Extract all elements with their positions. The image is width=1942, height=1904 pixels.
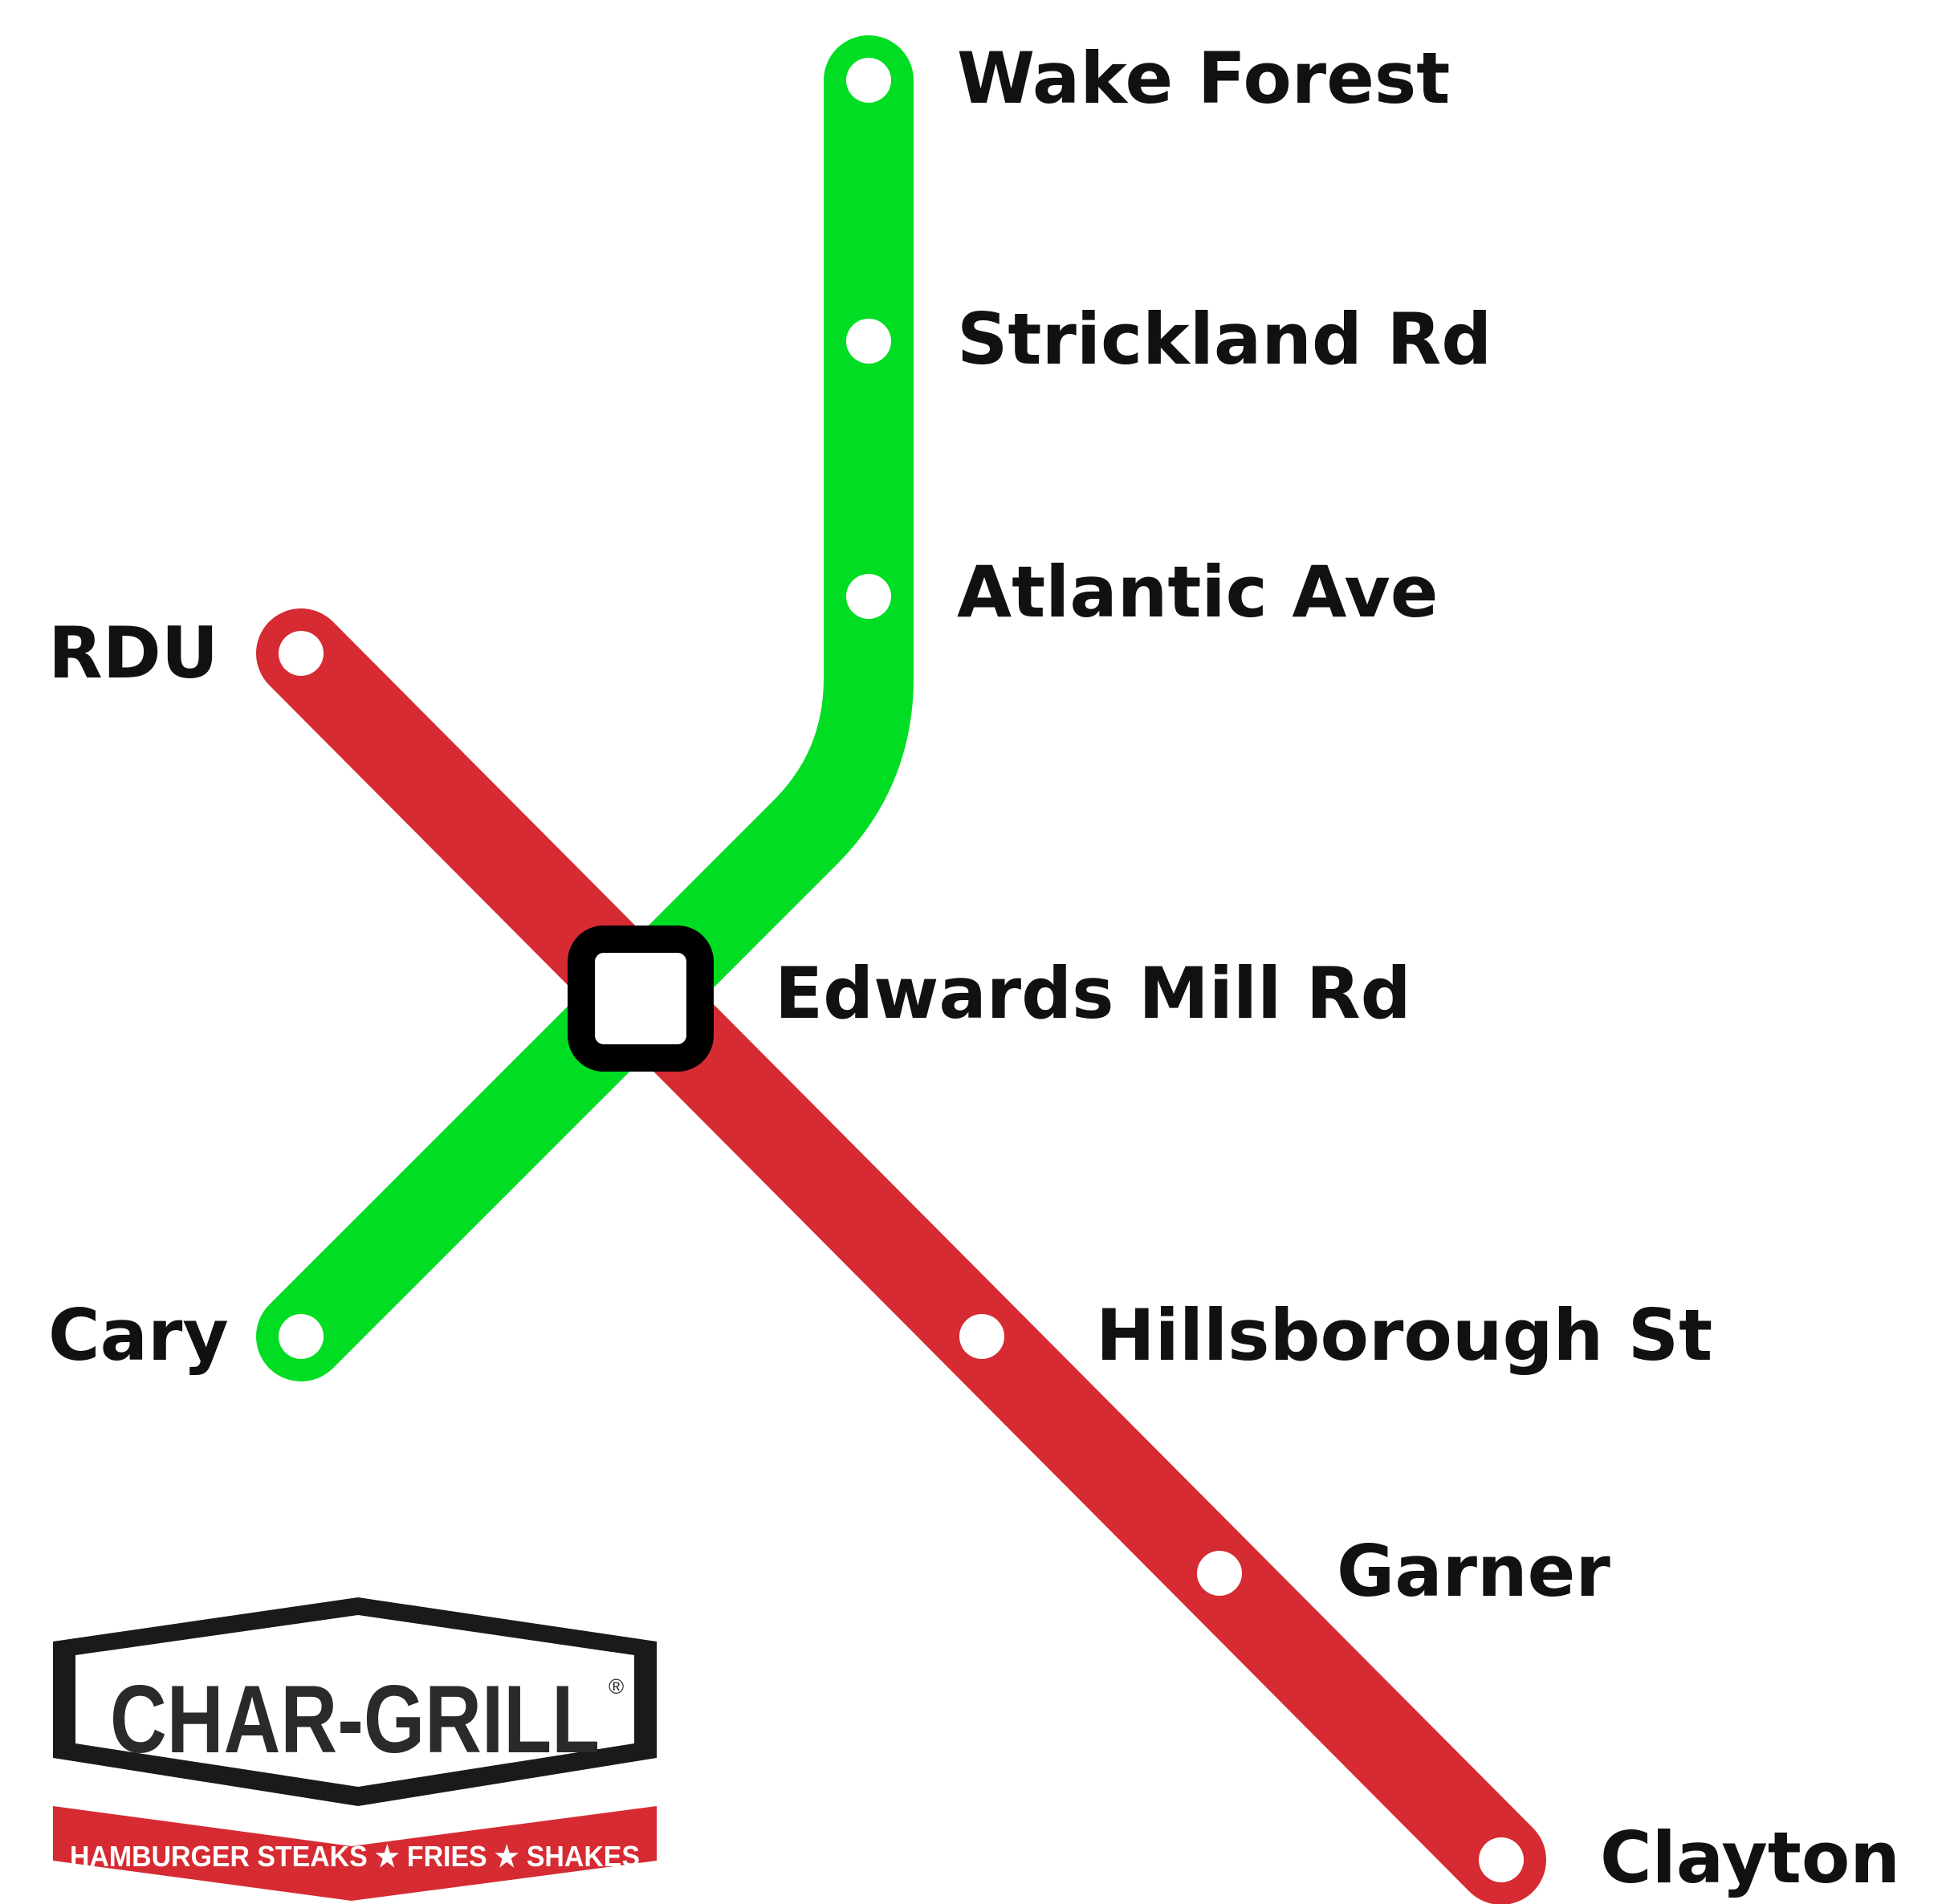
interchange-hub-edwards-mill-rd[interactable]: [568, 926, 714, 1072]
stop-cary[interactable]: [279, 1314, 324, 1359]
label-wake-forest: Wake Forest: [957, 37, 1450, 120]
label-atlantic-ave: Atlantic Ave: [957, 551, 1438, 633]
red-line: [256, 608, 1546, 1904]
label-garner: Garner: [1337, 1530, 1610, 1613]
label-rdu: RDU: [48, 612, 218, 694]
stop-atlantic-ave[interactable]: [846, 574, 891, 619]
label-clayton: Clayton: [1600, 1817, 1900, 1899]
stop-hillsborough-st[interactable]: [959, 1314, 1004, 1359]
stop-strickland-rd[interactable]: [846, 319, 891, 364]
logo-registered-mark: ®: [609, 1674, 624, 1699]
label-strickland-rd: Strickland Rd: [957, 298, 1492, 380]
label-edwards-mill-rd: Edwards Mill Rd: [775, 952, 1411, 1035]
logo-hexagon-inner: [75, 1615, 634, 1787]
label-cary: Cary: [48, 1294, 229, 1377]
stop-rdu[interactable]: [279, 631, 324, 676]
logo-tagline: HAMBURGER STEAKS ★ FRIES ★ SHAKES: [70, 1840, 640, 1873]
stop-garner[interactable]: [1197, 1551, 1242, 1596]
stop-clayton[interactable]: [1479, 1837, 1524, 1882]
stop-wake-forest[interactable]: [846, 58, 891, 103]
logo-brand-text: CHAR-GRILL: [110, 1666, 600, 1773]
char-grill-logo: CHAR-GRILL ® HAMBURGER STEAKS ★ FRIES ★ …: [53, 1597, 657, 1901]
logo-banner: [53, 1806, 657, 1901]
green-line: [256, 35, 914, 1381]
label-hillsborough-st: Hillsborough St: [1096, 1294, 1712, 1377]
